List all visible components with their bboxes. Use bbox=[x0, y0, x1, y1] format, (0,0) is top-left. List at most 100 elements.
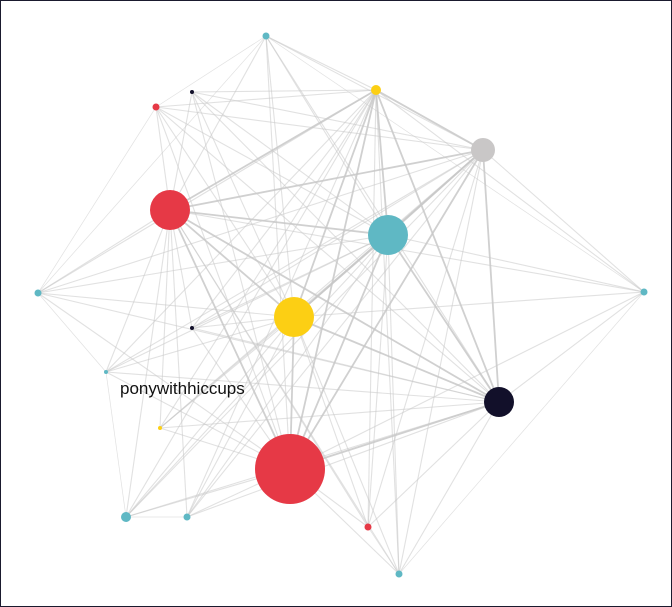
edge bbox=[155, 106, 500, 403]
edge bbox=[155, 106, 484, 151]
edge bbox=[155, 106, 295, 318]
graph-node-yellow[interactable] bbox=[158, 426, 162, 430]
edge bbox=[169, 35, 267, 211]
graph-node-dark[interactable] bbox=[190, 90, 194, 94]
edge bbox=[105, 371, 500, 403]
graph-node-red[interactable] bbox=[255, 434, 325, 504]
edge bbox=[375, 89, 400, 575]
edge bbox=[169, 209, 500, 403]
edge bbox=[498, 291, 645, 403]
edge bbox=[265, 35, 389, 236]
edge bbox=[367, 89, 377, 528]
edge bbox=[159, 89, 377, 429]
graph-node-teal[interactable] bbox=[640, 288, 648, 296]
edge bbox=[37, 89, 377, 294]
edge bbox=[155, 89, 377, 108]
graph-node-red[interactable] bbox=[364, 523, 372, 531]
edge bbox=[37, 35, 267, 294]
edge bbox=[387, 234, 400, 575]
edge bbox=[169, 209, 645, 293]
edge bbox=[293, 89, 377, 318]
graph-node-red[interactable] bbox=[152, 103, 160, 111]
edge bbox=[191, 327, 500, 403]
graph-node-teal[interactable] bbox=[121, 512, 131, 522]
edge bbox=[159, 149, 484, 429]
edge bbox=[367, 526, 400, 575]
edge bbox=[105, 89, 377, 373]
edge bbox=[482, 149, 500, 403]
graph-node-dark[interactable] bbox=[484, 387, 514, 417]
edge bbox=[125, 89, 377, 518]
edge bbox=[186, 149, 484, 518]
edge bbox=[375, 89, 645, 293]
edge bbox=[105, 316, 295, 373]
edge bbox=[169, 209, 369, 528]
edge bbox=[169, 149, 484, 211]
edge bbox=[398, 401, 500, 575]
edge bbox=[367, 401, 500, 528]
edge bbox=[293, 316, 400, 575]
edge bbox=[375, 89, 500, 403]
edge bbox=[105, 234, 389, 373]
edge bbox=[155, 35, 267, 108]
edge bbox=[398, 149, 484, 575]
edge bbox=[159, 209, 171, 429]
edge bbox=[398, 291, 645, 575]
edge bbox=[125, 234, 389, 518]
edge bbox=[191, 91, 484, 151]
graph-node-yellow[interactable] bbox=[371, 85, 381, 95]
edge bbox=[37, 292, 295, 318]
edge bbox=[37, 292, 291, 470]
edge bbox=[387, 234, 500, 403]
edge bbox=[265, 35, 295, 318]
edge bbox=[265, 35, 377, 91]
graph-node-teal[interactable] bbox=[183, 513, 191, 521]
graph-node-teal[interactable] bbox=[368, 215, 408, 255]
edge bbox=[293, 316, 500, 403]
edge bbox=[37, 106, 157, 294]
edge bbox=[265, 35, 291, 470]
graph-node-gray[interactable] bbox=[471, 138, 495, 162]
edge bbox=[191, 149, 484, 329]
edge bbox=[105, 149, 484, 373]
graph-node-yellow[interactable] bbox=[274, 297, 314, 337]
edge bbox=[367, 149, 484, 528]
graph-node-teal[interactable] bbox=[395, 570, 403, 578]
edge bbox=[265, 35, 645, 293]
node-label: ponywithhiccups bbox=[120, 379, 245, 398]
edge bbox=[125, 316, 295, 518]
edge bbox=[125, 209, 171, 518]
edge bbox=[105, 209, 171, 373]
edge bbox=[191, 91, 500, 403]
edge bbox=[482, 149, 645, 293]
edge bbox=[169, 209, 295, 318]
graph-node-teal[interactable] bbox=[34, 289, 42, 297]
edge bbox=[293, 316, 369, 528]
edge bbox=[169, 209, 389, 236]
graph-node-dark[interactable] bbox=[190, 326, 194, 330]
graph-node-teal[interactable] bbox=[262, 32, 270, 40]
edge bbox=[159, 401, 500, 429]
edge bbox=[191, 89, 377, 329]
edge bbox=[37, 149, 484, 294]
edge bbox=[289, 291, 645, 470]
edge bbox=[375, 89, 389, 236]
edge bbox=[186, 401, 500, 518]
edge-layer bbox=[37, 35, 645, 575]
edge bbox=[37, 234, 389, 294]
edge bbox=[37, 292, 107, 373]
edge bbox=[387, 234, 645, 293]
graph-node-teal[interactable] bbox=[104, 370, 108, 374]
edge bbox=[155, 106, 389, 236]
edge bbox=[169, 209, 188, 518]
node-layer bbox=[34, 32, 648, 578]
edge bbox=[191, 91, 291, 470]
edge bbox=[191, 91, 295, 318]
graph-node-red[interactable] bbox=[150, 190, 190, 230]
edge bbox=[105, 371, 127, 518]
edge bbox=[186, 316, 295, 518]
edge bbox=[191, 89, 377, 93]
edge bbox=[293, 291, 645, 318]
